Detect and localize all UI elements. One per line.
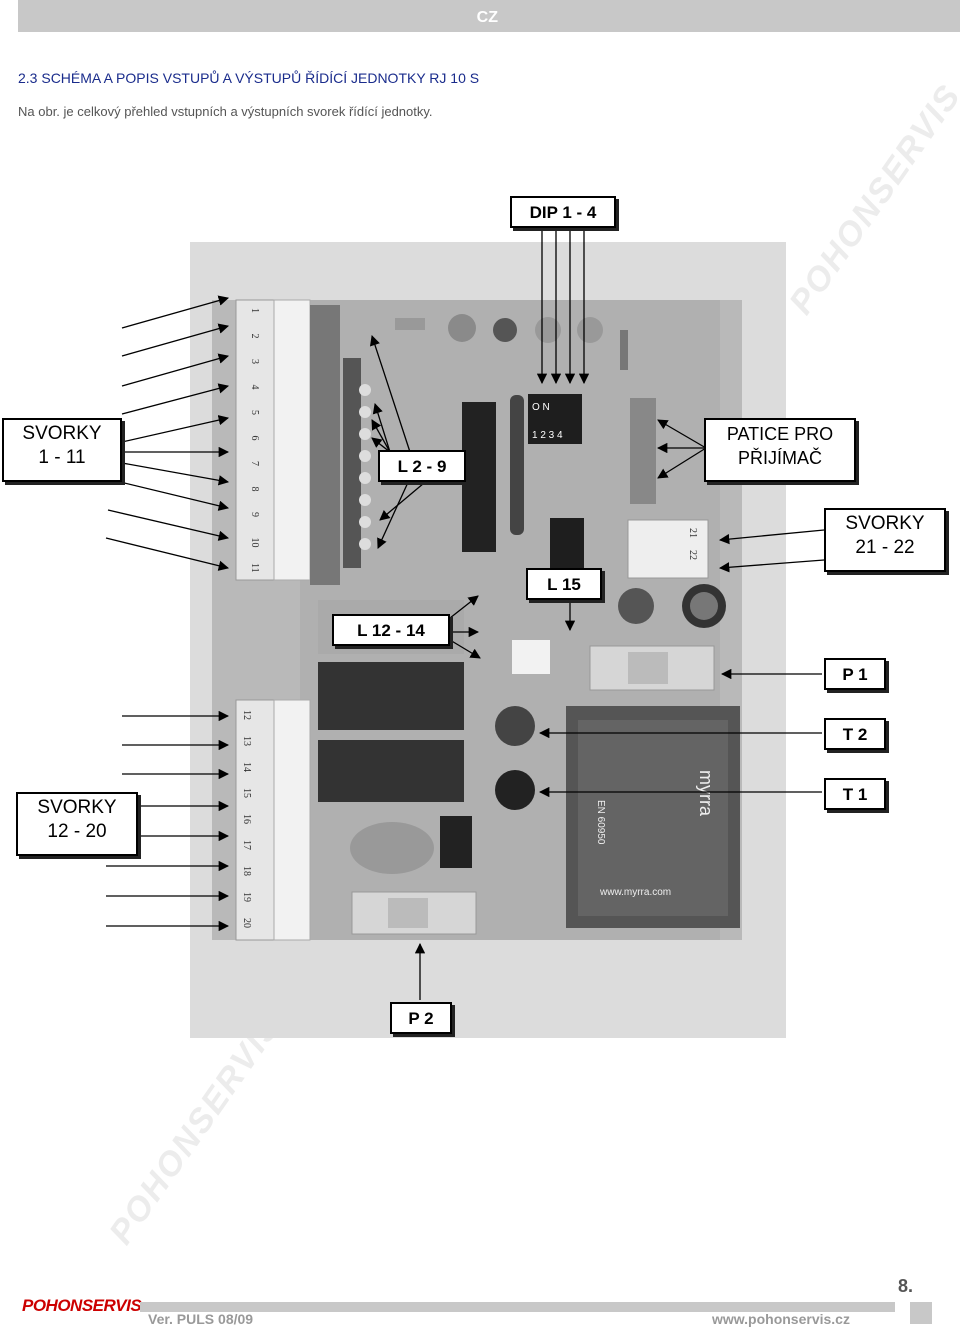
transformer-standard: EN 60950 bbox=[595, 800, 606, 845]
dip-numbers: 1 2 3 4 bbox=[532, 430, 563, 441]
terminal-block-top bbox=[235, 299, 340, 585]
page-number: 8. bbox=[898, 1276, 914, 1296]
terminal-number: 9 bbox=[249, 512, 260, 517]
label-svorky-12-20: SVORKY 12 - 20 bbox=[16, 792, 138, 856]
terminal-number: 1 bbox=[249, 308, 260, 313]
label-p2: P 2 bbox=[390, 1002, 452, 1034]
label-svorky-21-22: SVORKY 21 - 22 bbox=[824, 508, 946, 572]
l-2-9-arrows bbox=[369, 335, 431, 549]
toroid-coil bbox=[350, 822, 434, 874]
terminal-number: 7 bbox=[249, 461, 260, 466]
svorky-12-20-arrows bbox=[106, 710, 230, 932]
terminal-number: 3 bbox=[249, 359, 260, 364]
label-svorky-1-11-line1: SVORKY bbox=[22, 423, 102, 444]
label-l-15: L 15 bbox=[526, 568, 602, 600]
label-l-12-14: L 12 - 14 bbox=[332, 614, 450, 646]
label-svorky-1-11: SVORKY 1 - 11 bbox=[2, 418, 122, 482]
relay-2 bbox=[318, 740, 464, 802]
trimmer-t1 bbox=[495, 770, 535, 810]
terminal-block-bottom bbox=[235, 699, 311, 941]
website-text: www.pohonservis.cz bbox=[712, 1311, 850, 1327]
relay-1 bbox=[318, 662, 464, 730]
terminal-number: 18 bbox=[241, 866, 252, 876]
terminal-number: 4 bbox=[249, 385, 260, 390]
terminal-number: 17 bbox=[241, 840, 252, 850]
footer-bar bbox=[140, 1302, 895, 1312]
terminal-number: 6 bbox=[249, 436, 260, 441]
terminal-number: 19 bbox=[241, 892, 252, 902]
label-l-2-9: L 2 - 9 bbox=[378, 450, 466, 482]
terminal-number: 16 bbox=[241, 814, 252, 824]
label-svorky-21-22-line2: 21 - 22 bbox=[855, 537, 915, 558]
label-patice-line2: PŘIJÍMAČ bbox=[737, 448, 822, 468]
transformer-brand: myrra bbox=[696, 770, 716, 817]
label-t1: T 1 bbox=[824, 778, 886, 810]
terminal-number: 8 bbox=[249, 487, 260, 492]
receiver-socket bbox=[630, 398, 656, 504]
intro-text: Na obr. je celkový přehled vstupních a v… bbox=[18, 104, 433, 119]
terminal-number: 22 bbox=[687, 550, 698, 560]
footer-page-box bbox=[910, 1302, 932, 1324]
terminal-number: 14 bbox=[241, 762, 252, 772]
label-svorky-1-11-line2: 1 - 11 bbox=[38, 447, 86, 468]
transformer-web: www.myrra.com bbox=[599, 887, 671, 898]
label-p1: P 1 bbox=[824, 658, 886, 690]
language-bar: CZ bbox=[18, 0, 960, 32]
label-svorky-21-22-line1: SVORKY bbox=[845, 513, 925, 534]
svorky-1-11-arrows bbox=[105, 295, 230, 571]
terminal-number: 13 bbox=[241, 736, 252, 746]
language-code: CZ bbox=[476, 9, 498, 26]
terminal-number: 21 bbox=[687, 528, 698, 538]
label-t2: T 2 bbox=[824, 718, 886, 750]
l-12-14-arrows bbox=[449, 595, 481, 659]
terminal-number: 20 bbox=[241, 918, 252, 928]
terminal-block-right bbox=[627, 519, 709, 579]
version-text: Ver. PULS 08/09 bbox=[148, 1311, 254, 1327]
svorky-21-22-arrows bbox=[718, 529, 825, 573]
label-patice: PATICE PRO PŘIJÍMAČ bbox=[704, 418, 856, 482]
terminal-number: 5 bbox=[249, 410, 260, 415]
terminal-number: 12 bbox=[241, 710, 252, 720]
section-title: 2.3 SCHÉMA A POPIS VSTUPŮ A VÝSTUPŮ ŘÍDÍ… bbox=[18, 70, 480, 86]
patice-arrows bbox=[656, 419, 707, 479]
terminal-number: 2 bbox=[249, 334, 260, 339]
label-patice-line1: PATICE PRO bbox=[726, 424, 834, 444]
label-svorky-12-20-line1: SVORKY bbox=[37, 797, 117, 818]
label-svorky-12-20-line2: 12 - 20 bbox=[47, 821, 107, 842]
terminal-number: 11 bbox=[249, 563, 260, 573]
label-dip: DIP 1 - 4 bbox=[510, 196, 616, 228]
dip-switch: O N 1 2 3 4 bbox=[528, 394, 582, 444]
dip-arrows bbox=[536, 228, 590, 385]
trimmer-t2 bbox=[495, 706, 535, 746]
transformer: myrra www.myrra.com EN 60950 bbox=[566, 706, 740, 928]
terminal-number: 10 bbox=[249, 538, 260, 548]
terminal-number: 15 bbox=[241, 788, 252, 798]
dip-on-text: O N bbox=[532, 402, 550, 413]
footer-logo: POHONSERVIS bbox=[22, 1296, 142, 1315]
ic-chip-main bbox=[462, 402, 496, 552]
